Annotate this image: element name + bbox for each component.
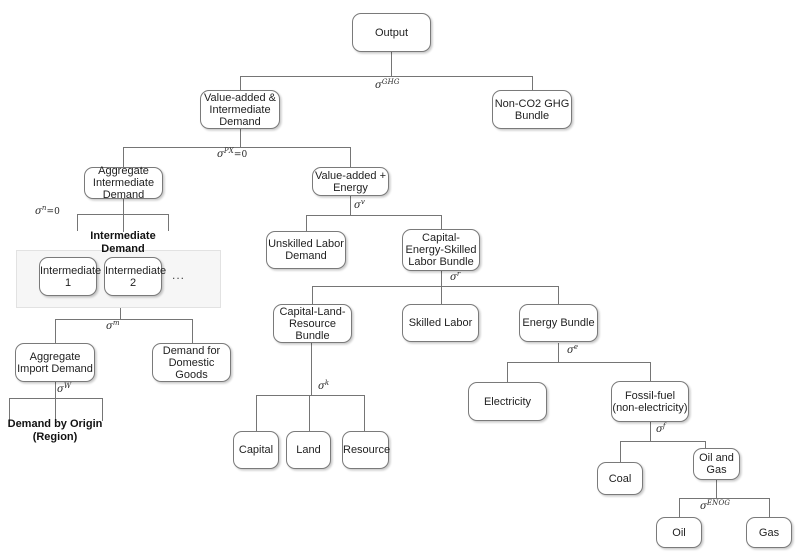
connector-line	[240, 129, 242, 147]
node-intermediate-1: Intermediate 1	[39, 257, 101, 296]
connector-line	[441, 215, 443, 230]
node-oil-and-gas: Oil and Gas	[693, 448, 740, 480]
node-land: Land	[286, 431, 331, 469]
intermediate-ellipsis: ...	[172, 268, 186, 282]
connector-line	[55, 319, 193, 321]
node-capital-energy-skilled-labor-bundle: Capital-Energy-Skilled Labor Bundle	[402, 229, 480, 271]
connector-line	[507, 362, 509, 382]
connector-line	[312, 286, 559, 288]
sigma-px-label: σPX=0	[217, 147, 248, 161]
sigma-v-label: σv	[354, 198, 365, 212]
bracket-line	[102, 398, 104, 421]
sigma-n-label: σn=0	[35, 204, 60, 218]
connector-line	[123, 147, 351, 149]
bracket-line	[9, 398, 11, 421]
sigma-k-label: σk	[318, 379, 330, 393]
bracket-line	[77, 214, 79, 231]
connector-line	[123, 147, 125, 168]
node-coal: Coal	[597, 462, 643, 495]
connector-line	[391, 52, 393, 76]
node-aggregate-intermediate-demand: Aggregate Intermediate Demand	[84, 165, 163, 201]
sigma-f-label: σf	[656, 422, 666, 436]
node-non-co2-ghg-bundle: Non-CO2 GHG Bundle	[492, 90, 572, 129]
connector-line	[532, 76, 534, 91]
connector-line	[716, 480, 718, 498]
connector-line	[620, 441, 706, 443]
connector-line	[705, 441, 707, 449]
node-value-added-intermediate-demand: Value-added & Intermediate Demand	[200, 90, 280, 129]
bracket-line	[9, 398, 103, 400]
sigma-r-label: σr	[450, 270, 461, 284]
connector-line	[55, 319, 57, 343]
connector-line	[311, 343, 313, 395]
connector-line	[240, 76, 533, 78]
node-energy-bundle: Energy Bundle	[519, 304, 598, 342]
connector-line	[679, 498, 770, 500]
connector-line	[306, 215, 308, 232]
connector-line	[441, 271, 443, 286]
connector-line	[312, 286, 314, 305]
sigma-m-label: σm	[106, 319, 120, 333]
connector-line	[192, 319, 194, 343]
connector-line	[650, 362, 652, 382]
node-aggregate-import-demand: Aggregate Import Demand	[15, 343, 95, 382]
connector-line	[769, 498, 771, 518]
sigma-w-label: σW	[57, 382, 72, 396]
connector-line	[120, 306, 122, 319]
node-fossil-fuel-non-electricity: Fossil-fuel (non-electricity)	[611, 381, 689, 422]
node-value-added-energy: Value-added + Energy	[312, 167, 389, 196]
connector-line	[558, 286, 560, 305]
connector-line	[558, 343, 560, 362]
connector-line	[306, 215, 442, 217]
node-capital-land-resource-bundle: Capital-Land-Resource Bundle	[273, 304, 352, 343]
connector-line	[650, 422, 652, 441]
node-output: Output	[352, 13, 431, 52]
connector-line	[350, 196, 352, 215]
node-resource: Resource	[342, 431, 390, 469]
connector-line	[350, 147, 352, 168]
connector-line	[364, 395, 366, 431]
connector-line	[679, 498, 681, 518]
connector-line	[507, 362, 651, 364]
node-unskilled-labor-demand: Unskilled Labor Demand	[266, 231, 346, 269]
connector-line	[55, 382, 57, 420]
sigma-ghg-label: σGHG	[375, 78, 400, 92]
connector-line	[441, 286, 443, 305]
sigma-enog-label: σENOG	[700, 499, 731, 513]
connector-line	[256, 395, 258, 431]
connector-line	[256, 395, 365, 397]
node-capital: Capital	[233, 431, 279, 469]
node-oil: Oil	[656, 517, 702, 548]
heading-intermediate-demand: Intermediate Demand	[90, 230, 156, 255]
connector-line	[240, 76, 242, 91]
node-intermediate-2: Intermediate 2	[104, 257, 166, 296]
node-electricity: Electricity	[468, 382, 547, 421]
node-skilled-labor: Skilled Labor	[402, 304, 479, 342]
bracket-line	[168, 214, 170, 231]
node-gas: Gas	[746, 517, 792, 548]
connector-line	[309, 395, 311, 431]
sigma-e-label: σe	[567, 343, 579, 357]
bracket-line	[77, 214, 169, 216]
node-demand-for-domestic-goods: Demand for Domestic Goods	[152, 343, 231, 382]
heading-demand-by-origin: Demand by Origin (Region)	[7, 418, 103, 443]
connector-line	[620, 441, 622, 462]
